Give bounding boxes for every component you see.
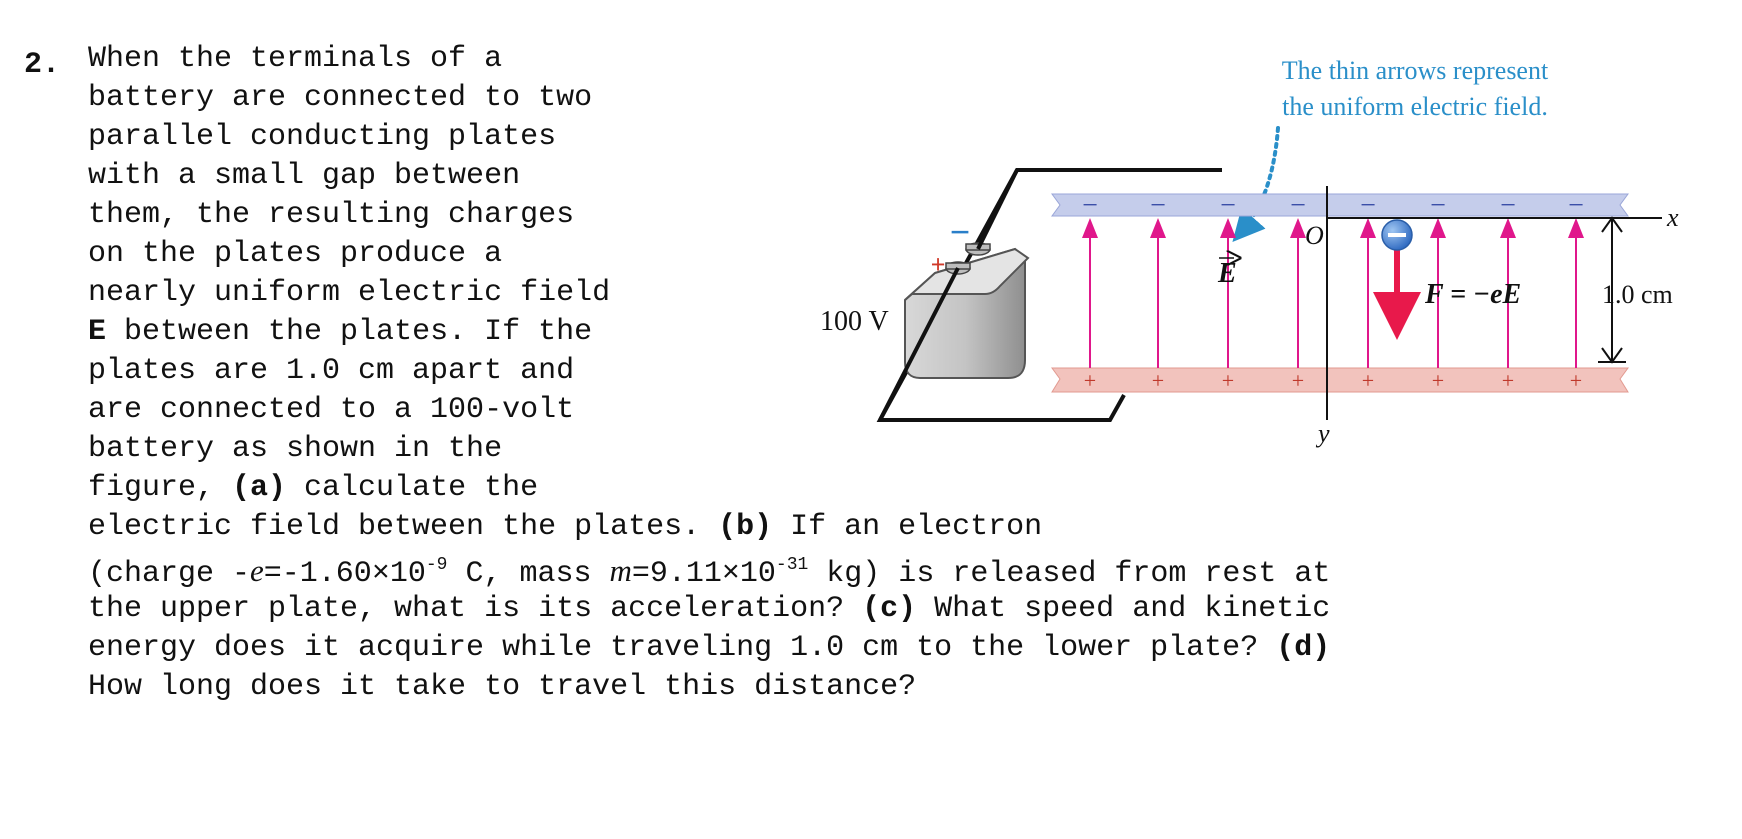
battery-positive-sign: +: [931, 250, 946, 279]
negative-charges: − − − − − − − −: [1082, 190, 1584, 221]
question-line: the upper plate, what is its acceleratio…: [88, 592, 1331, 626]
question-number: 2.: [24, 48, 61, 82]
question-line: E between the plates. If the: [88, 315, 593, 349]
svg-text:+: +: [1362, 368, 1374, 393]
svg-text:+: +: [1152, 368, 1164, 393]
svg-text:−: −: [1290, 190, 1306, 221]
svg-text:+: +: [1084, 368, 1096, 393]
part-b-label: (b): [718, 510, 773, 544]
question-line: battery as shown in the: [88, 432, 503, 466]
question-line: nearly uniform electric field: [88, 276, 611, 310]
origin-label: O: [1305, 221, 1324, 250]
svg-text:−: −: [1500, 190, 1516, 221]
part-a-label: (a): [232, 471, 287, 505]
svg-text:+: +: [1570, 368, 1582, 393]
svg-text:−: −: [1430, 190, 1446, 221]
question-line: battery are connected to two: [88, 81, 593, 115]
positive-charges: + + + + + + + +: [1084, 368, 1582, 393]
svg-text:+: +: [1292, 368, 1304, 393]
x-axis-label: x: [1666, 203, 1679, 232]
field-label: E: [1217, 258, 1237, 289]
question-line: figure, (a) calculate the: [88, 471, 539, 505]
negative-plate: [1051, 193, 1629, 217]
mass-symbol: m: [609, 553, 632, 588]
question-line: energy does it acquire while traveling 1…: [88, 631, 1331, 665]
svg-text:+: +: [1502, 368, 1514, 393]
positive-plate: [1051, 367, 1629, 393]
circuit-wire-front: [976, 169, 1019, 250]
exponent: -9: [425, 555, 448, 575]
question-line: (charge -e=-1.60×10-9 C, mass m=9.11×10-…: [88, 553, 1331, 591]
field-symbol: E: [88, 315, 107, 349]
figure-caption: the uniform electric field.: [1282, 92, 1548, 121]
circuit-wire-front: [878, 267, 960, 421]
svg-text:+: +: [1432, 368, 1444, 393]
svg-text:−: −: [1150, 190, 1166, 221]
question-line: them, the resulting charges: [88, 198, 575, 232]
svg-text:−: −: [1082, 190, 1098, 221]
exponent: -31: [775, 555, 809, 575]
battery-negative-sign: −: [950, 212, 971, 252]
svg-text:−: −: [1568, 190, 1584, 221]
gap-arrow-top: [1601, 216, 1623, 233]
svg-text:−: −: [1360, 190, 1376, 221]
force-label: F = −eE: [1424, 279, 1521, 310]
question-line: parallel conducting plates: [88, 120, 557, 154]
y-axis-label: y: [1315, 419, 1330, 448]
question-line: with a small gap between: [88, 159, 521, 193]
part-c-label: (c): [862, 592, 917, 626]
question-line: plates are 1.0 cm apart and: [88, 354, 575, 388]
svg-text:+: +: [1222, 368, 1234, 393]
svg-text:−: −: [1220, 190, 1236, 221]
electron-minus: [1388, 233, 1406, 237]
question-line: When the terminals of a: [88, 42, 503, 76]
question-line: electric field between the plates. (b) I…: [88, 510, 1043, 544]
voltage-label: 100 V: [820, 306, 889, 337]
part-d-label: (d): [1276, 631, 1331, 665]
question-line: on the plates produce a: [88, 237, 503, 271]
battery: − +: [904, 212, 1030, 379]
question-line: are connected to a 100-volt: [88, 393, 575, 427]
gap-label: 1.0 cm: [1602, 280, 1673, 309]
caption-pointer-arrow: [1232, 126, 1280, 243]
question-line: How long does it take to travel this dis…: [88, 670, 917, 704]
charge-symbol: e: [250, 553, 264, 588]
figure-caption: The thin arrows represent: [1282, 56, 1549, 85]
